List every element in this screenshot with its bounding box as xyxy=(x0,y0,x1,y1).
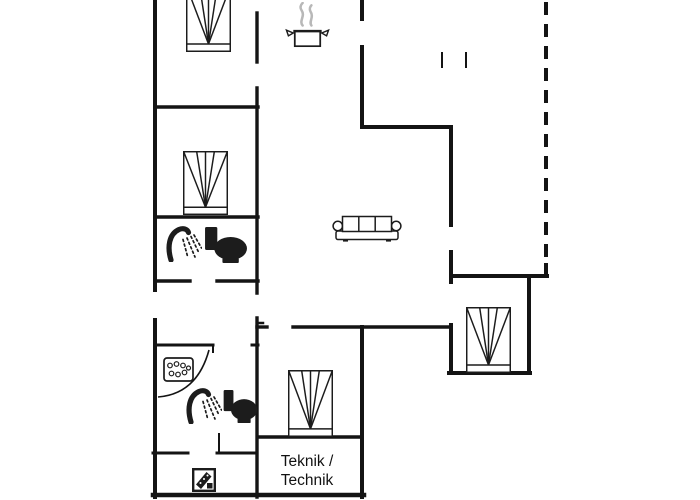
bed-icon xyxy=(183,151,228,215)
washing-machine-icon xyxy=(192,468,216,492)
door-swing-arc xyxy=(157,349,210,398)
teknik-room-label: Teknik / Technik xyxy=(281,453,334,489)
spa-bath-icon xyxy=(163,357,194,382)
sofa-icon xyxy=(332,215,402,242)
toilet-icon xyxy=(205,227,247,263)
bed-icon xyxy=(466,307,511,373)
teknik-room-label-line2: Technik xyxy=(281,472,334,489)
walls-layer xyxy=(150,0,549,499)
bed-icon xyxy=(186,0,231,52)
openings-layer xyxy=(157,52,467,453)
bed-icon xyxy=(288,370,333,437)
shower-icon xyxy=(189,391,221,422)
stove-pot-icon xyxy=(285,2,330,48)
toilet-icon xyxy=(223,390,258,423)
teknik-room-label-line1: Teknik / xyxy=(281,453,334,470)
shower-icon xyxy=(169,229,201,260)
furniture-layer xyxy=(163,0,511,492)
